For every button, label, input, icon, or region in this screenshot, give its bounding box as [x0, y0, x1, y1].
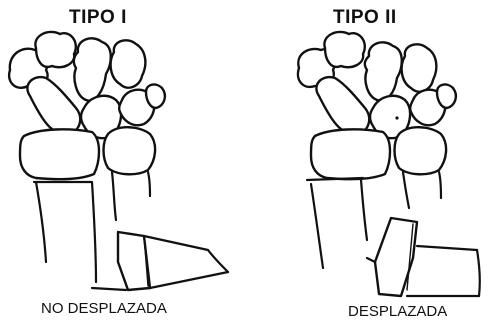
- ulna-shaft: [403, 172, 441, 208]
- figure-caption: NO DESPLAZADA: [41, 300, 167, 317]
- trapezoid-bone: [324, 32, 364, 67]
- radius-shaft: [34, 182, 96, 282]
- trapezoid-bone: [35, 32, 75, 67]
- capitate-bone: [365, 42, 402, 100]
- wrist-drawing-displaced: [245, 0, 489, 327]
- ulna-head: [395, 127, 447, 174]
- figure-tipo-2: TIPO II DESPLAZADA: [245, 0, 489, 327]
- capitate-bone: [74, 38, 111, 100]
- wrist-drawing-undisplaced: [0, 0, 245, 327]
- pisiform-bone: [437, 85, 456, 108]
- forearm-line: [92, 250, 228, 290]
- pisiform-bone: [146, 85, 165, 108]
- radius-head: [311, 129, 390, 179]
- figure-caption: DESPLAZADA: [348, 303, 447, 320]
- hamate-bone: [402, 44, 437, 91]
- ulna-head: [104, 127, 156, 174]
- styloid-process: [144, 236, 228, 288]
- fracture-fragment: [118, 232, 150, 290]
- figure-tipo-1: TIPO I NO DESPLAZADA: [0, 0, 245, 327]
- styloid-process: [407, 246, 479, 296]
- scaphoid-bone: [316, 77, 369, 134]
- scaphoid-bone: [27, 77, 80, 134]
- ulna-shaft: [112, 172, 150, 220]
- radius-head: [20, 129, 99, 179]
- radius-shaft: [307, 178, 367, 268]
- bone-mark: [395, 116, 398, 119]
- hamate-bone: [111, 40, 146, 87]
